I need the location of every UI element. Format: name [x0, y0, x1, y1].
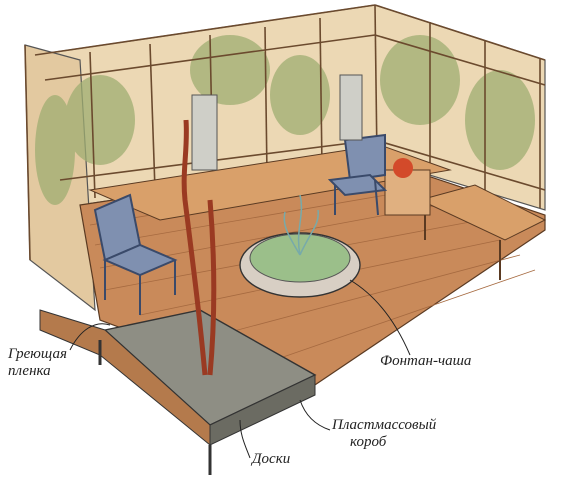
plastic-box-label: Пластмассовый короб: [332, 417, 436, 451]
right-chair: [327, 133, 388, 216]
left-chair: [93, 193, 178, 315]
window-frames: [24, 4, 546, 261]
fountain-spray: [283, 194, 319, 256]
foliage: [35, 35, 535, 205]
right-bench: [418, 184, 547, 241]
plastic-box-label-line1: Пластмассовый: [332, 417, 437, 433]
leader-box: [299, 399, 331, 431]
boards-label: Доски: [252, 451, 291, 467]
heating-film-label: Греющая пленка: [8, 346, 67, 380]
fountain-bowl-inner: [249, 233, 351, 283]
fountain-bowl-label: Фонтан-чаша: [380, 353, 472, 369]
heating-film-label-line1: Греющая: [8, 346, 68, 362]
planter-column-left: [191, 94, 218, 171]
plastic-box-label-line2: короб: [350, 434, 387, 450]
leader-boards: [239, 419, 251, 459]
tree-trunk: [181, 119, 217, 376]
flower-pot: [393, 158, 413, 178]
planter-column-right: [339, 74, 363, 141]
leader-heating-film: [69, 323, 111, 351]
heating-film-label-line2: пленка: [8, 363, 51, 379]
leader-fountain: [349, 279, 411, 356]
leader-lines: [69, 279, 411, 459]
